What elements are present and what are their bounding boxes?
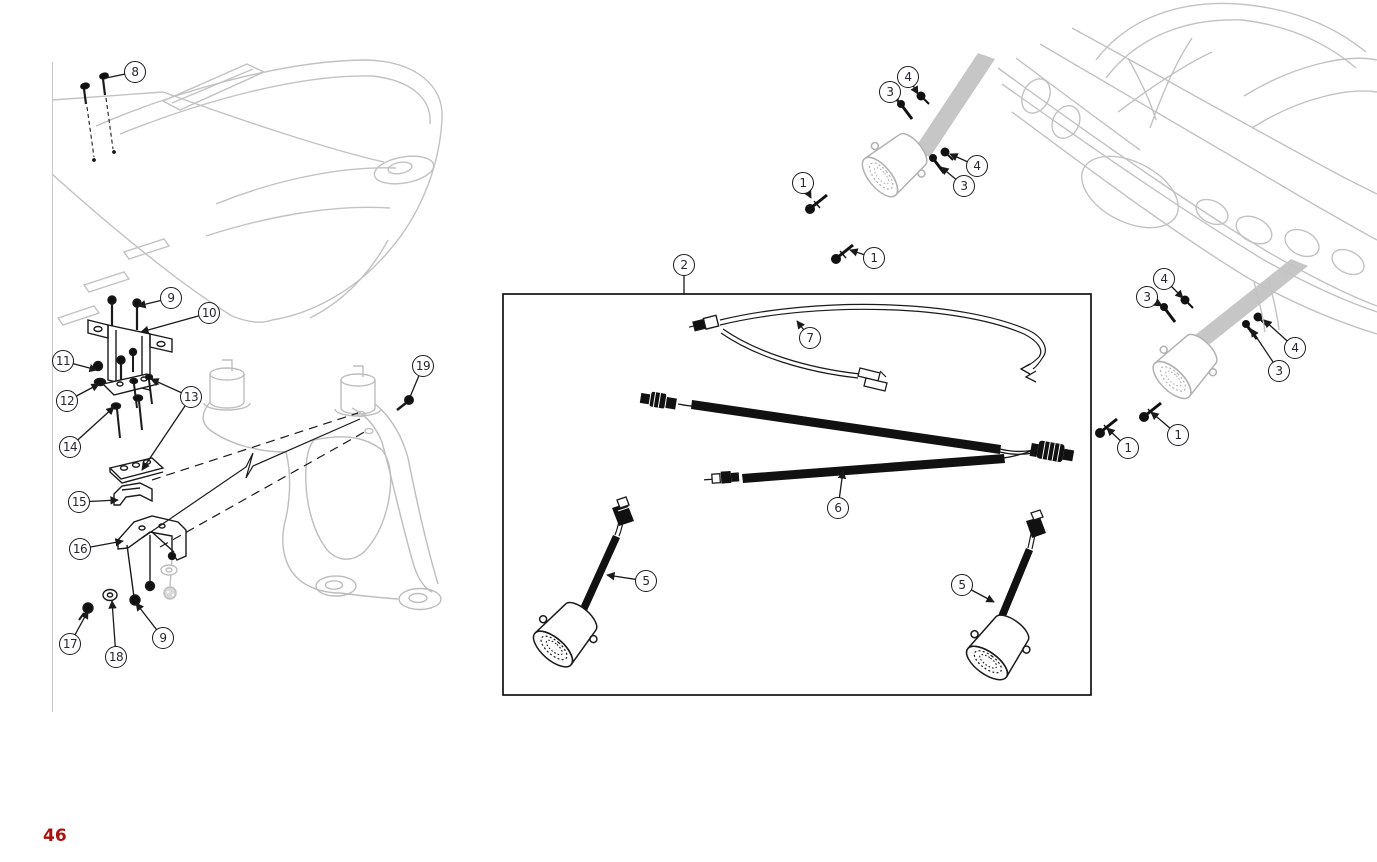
right-body-ghost [997, 2, 1377, 335]
page-number: 46 [43, 826, 67, 846]
kit-box [502, 293, 1092, 696]
alignment-dashed-lines [141, 412, 369, 548]
lamp-left-5 [522, 496, 634, 677]
mount-screws-8 [80, 72, 116, 162]
screw-19 [396, 395, 414, 411]
lower-light-assembly [1094, 259, 1308, 439]
left-body-ghost [51, 59, 443, 326]
bracket-assembly [78, 295, 187, 621]
cables-6 [639, 391, 1075, 484]
frame-stand-ghost [202, 359, 442, 611]
lamp-right-5 [955, 509, 1046, 689]
wire-harness-7 [688, 303, 1046, 392]
upper-light-assembly [804, 53, 995, 265]
